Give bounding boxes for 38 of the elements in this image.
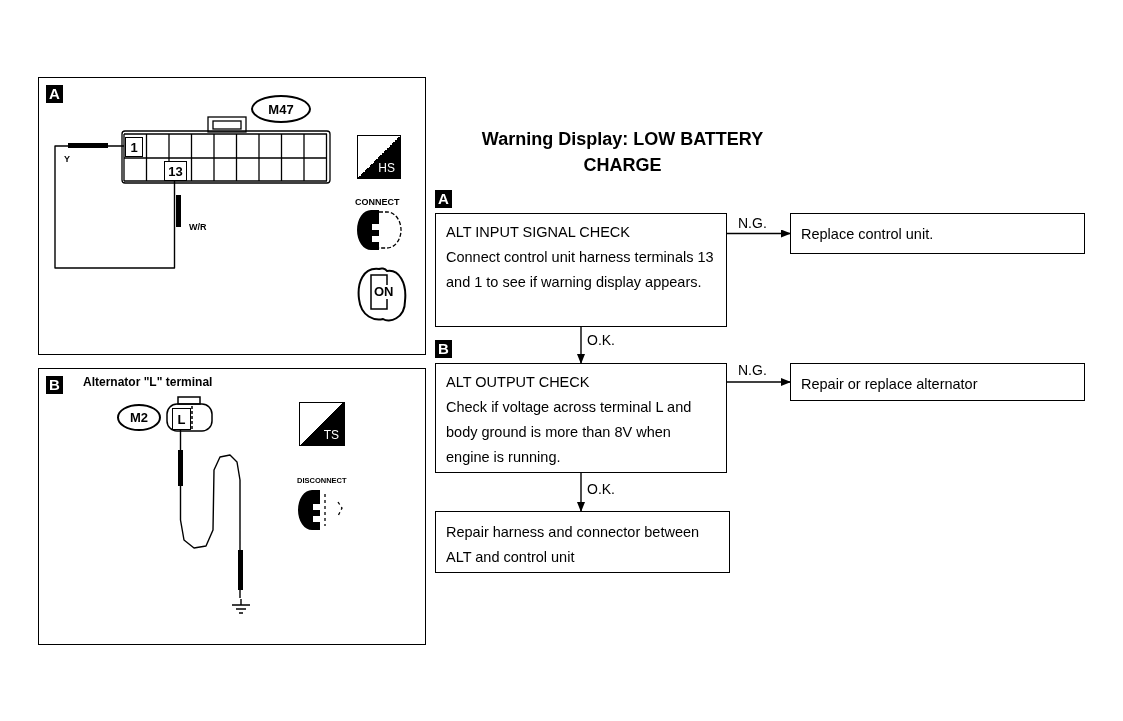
- step-heading: ALT INPUT SIGNAL CHECK: [446, 223, 631, 242]
- wire-label: W/R: [189, 222, 207, 232]
- step-text: Connect control unit harness terminals 13 and 1 to see if warning display appears.: [446, 248, 715, 292]
- wire-label: Y: [64, 154, 70, 164]
- test-mode-badge: [299, 402, 345, 446]
- mode-label: CONNECT: [355, 197, 400, 207]
- panel-letter: B: [46, 376, 63, 394]
- test-mode-badge: [357, 135, 401, 179]
- step-letter: A: [435, 190, 452, 208]
- panel-letter: A: [46, 85, 63, 103]
- probe-wire: [179, 428, 241, 599]
- key-label: ON: [374, 285, 394, 299]
- probe-wire: [54, 145, 176, 269]
- edge-label: O.K.: [586, 332, 616, 348]
- terminal-cell: L: [172, 408, 191, 430]
- result-box: Replace control unit.: [790, 213, 1085, 254]
- mode-label: TS: [323, 428, 339, 442]
- step-text: Check if voltage across terminal L and body ground is more than 8V when engine is running.: [446, 398, 693, 467]
- terminal-cell: 13: [164, 161, 187, 181]
- result-box: Repair harness and connector between ALT and control unit: [435, 511, 730, 573]
- panel-frame: [38, 77, 426, 355]
- diagram-title: Warning Display: LOW BATTERY CHARGE: [480, 128, 765, 177]
- step-heading: ALT OUTPUT CHECK: [446, 373, 591, 392]
- arrow: [577, 326, 585, 364]
- result-box: Repair or replace alternator: [790, 363, 1085, 401]
- panel-title: Alternator "L" terminal: [83, 375, 213, 389]
- edge-label: O.K.: [586, 481, 616, 497]
- arrow: [726, 229, 791, 238]
- connector-tag: M2: [117, 404, 161, 431]
- arrow: [726, 378, 791, 386]
- terminal-cell: 1: [125, 137, 143, 157]
- step-letter: B: [435, 340, 452, 358]
- mode-label: HS: [378, 161, 395, 175]
- edge-label: N.G.: [737, 362, 768, 378]
- connector-tag: M47: [251, 95, 311, 123]
- edge-label: N.G.: [737, 215, 768, 231]
- arrow: [577, 472, 585, 512]
- panel-frame: [38, 368, 426, 645]
